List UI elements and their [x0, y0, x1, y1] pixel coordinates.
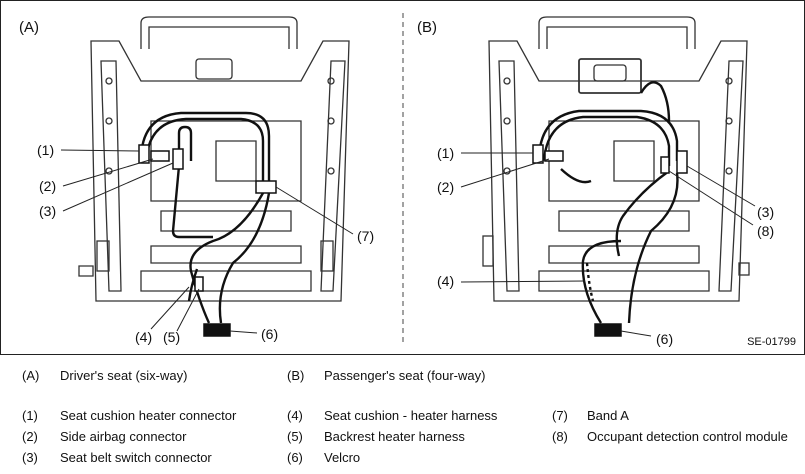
legend-text: Band A: [587, 408, 629, 423]
legend-key: (6): [287, 450, 303, 465]
legend-key: (5): [287, 429, 303, 444]
callout-b-6: (6): [656, 331, 674, 347]
legend-key: (2): [22, 429, 38, 444]
panel-a-label: (A): [19, 19, 39, 36]
legend-text: Seat cushion - heater harness: [324, 408, 498, 423]
legend-text: Backrest heater harness: [324, 429, 465, 444]
passenger-seat-frame: [482, 16, 750, 302]
legend-key: (B): [287, 368, 305, 383]
legend-key: (1): [22, 408, 38, 423]
seat-harness-figure: (A) (B) (1) (2) (3) (4) (5) (6) (7) (1) …: [0, 0, 805, 355]
callout-a-1: (1): [37, 142, 55, 158]
callout-a-7: (7): [357, 228, 375, 244]
callout-a-3: (3): [39, 203, 57, 219]
passenger-seat-connectors: [532, 144, 688, 337]
callout-b-8: (8): [757, 223, 775, 239]
legend-key: (8): [552, 429, 568, 444]
callout-a-4: (4): [135, 329, 153, 345]
driver-seat-harness: [139, 111, 271, 324]
callout-a-2: (2): [39, 178, 57, 194]
legend-key: (A): [22, 368, 40, 383]
legend-key: (4): [287, 408, 303, 423]
figure-code: SE-01799: [747, 336, 796, 348]
legend-text: Side airbag connector: [60, 429, 187, 444]
driver-seat-leader-lines: [60, 149, 354, 334]
callout-b-2: (2): [437, 179, 455, 195]
passenger-seat-harness: [537, 81, 679, 324]
legend-text: Passenger's seat (four-way): [324, 368, 486, 383]
callout-b-4: (4): [437, 273, 455, 289]
panel-b-label: (B): [417, 19, 437, 36]
legend-key: (3): [22, 450, 38, 465]
driver-seat-connectors: [138, 144, 277, 337]
legend-text: Occupant detection control module: [587, 429, 788, 444]
legend-text: Velcro: [324, 450, 361, 465]
callout-a-6: (6): [261, 326, 279, 342]
legend-text: Seat belt switch connector: [60, 450, 212, 465]
driver-seat-frame: [78, 16, 350, 302]
legend-key: (7): [552, 408, 568, 423]
callout-b-1: (1): [437, 145, 455, 161]
legend-text: Driver's seat (six-way): [60, 368, 188, 383]
callout-a-5: (5): [163, 329, 181, 345]
seat-illustration: [60, 13, 756, 346]
legend-text: Seat cushion heater connector: [60, 408, 237, 423]
passenger-seat-leader-lines: [460, 152, 756, 337]
callout-b-3: (3): [757, 204, 775, 220]
